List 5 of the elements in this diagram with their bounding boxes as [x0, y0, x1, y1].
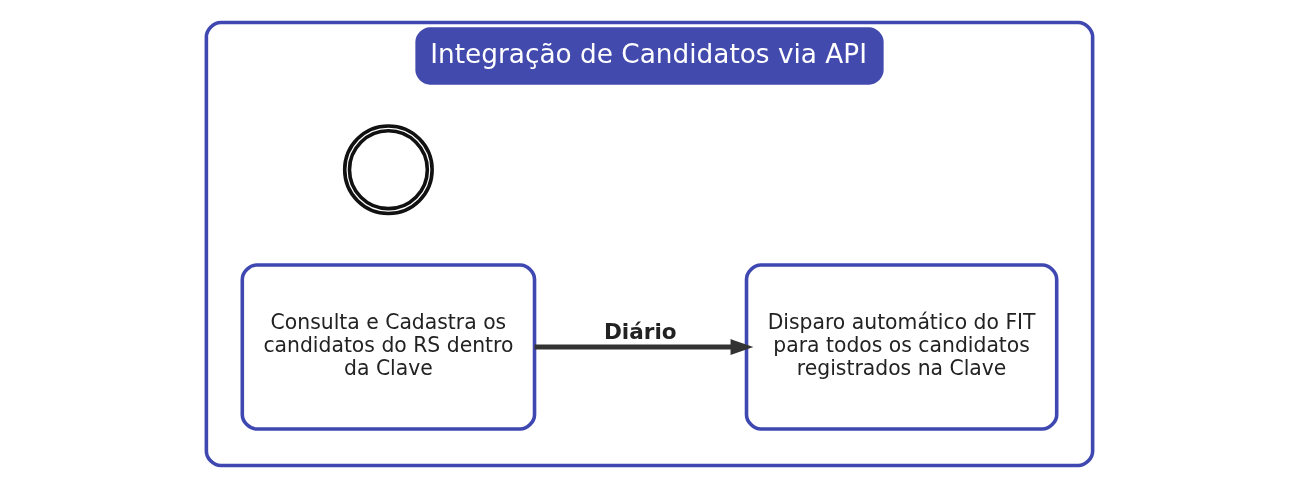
node-box: Consulta e Cadastra os candidatos do RS dentro da Clave: [240, 263, 537, 431]
edge-label: Diário: [603, 319, 677, 345]
node-picture: [342, 124, 434, 216]
node-box: Disparo automático do FIT para todos os candidatos registrados na Clave: [744, 263, 1059, 431]
arrow: [534, 339, 754, 355]
